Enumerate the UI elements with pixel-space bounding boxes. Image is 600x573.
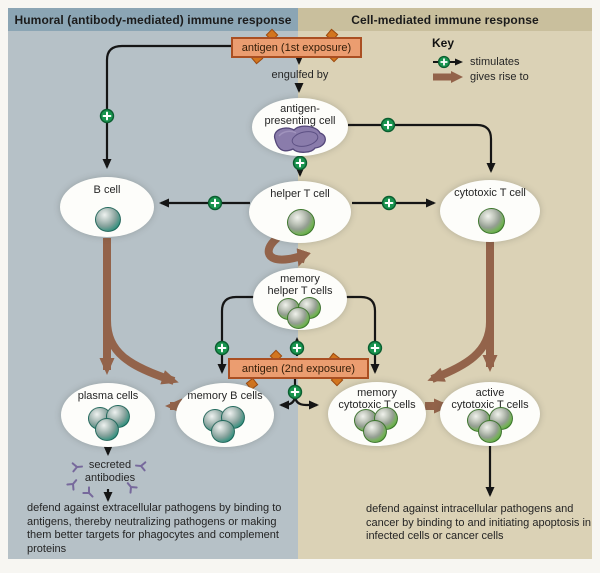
key-row-stimulates: stimulates [432,54,562,69]
active-ctl-label: active cytotoxic T cells [451,387,529,411]
apc-label: antigen- presenting cell [264,103,336,127]
stimulates-plus-icon [289,340,305,356]
antigen-first-exposure-box: antigen (1st exposure) [231,37,362,58]
node-cytotoxic-t-cell: cytotoxic T cell [440,180,540,242]
stimulates-plus-icon [381,195,397,211]
node-helper-t-cell: helper T cell [249,181,351,243]
secreted-antibodies-label: secreted antibodies [84,459,136,484]
memory-ctl-cell-icon [363,420,387,443]
plasma-cells-label: plasma cells [77,390,139,402]
cytotoxic-t-cell-icon [478,208,505,234]
cell-mediated-caption: defend against intracellular pathogens a… [366,503,592,543]
memory-ctl-label: memory cytotoxic T cells [338,387,416,411]
gives-rise-arrows [99,230,498,414]
arrow-bcell-to-memory-b [103,319,179,385]
key-row-gives-rise: gives rise to [432,69,562,84]
cytotoxic-t-label: cytotoxic T cell [454,187,526,199]
stimulates-plus-icon [214,340,230,356]
stimulates-plus-icons [99,108,397,400]
stimulates-label: stimulates [470,55,520,68]
node-antigen-presenting-cell: antigen- presenting cell [252,98,348,156]
antibody-icon [135,461,147,472]
stimulates-plus-icon [380,117,396,133]
helper-t-cell-icon [287,209,315,236]
antibody-icon [71,462,83,473]
helper-t-label: helper T cell [270,188,330,200]
arrow-cytotoxic-to-memory-ctl [427,321,494,383]
plasma-cell-icon [95,418,119,441]
key-legend: Key stimulates gives rise to [432,36,562,84]
antibody-icon [82,486,94,498]
node-active-cytotoxic-t-cells: active cytotoxic T cells [440,382,540,446]
arrow-memory-helper-to-memory-ctl [346,295,380,374]
arrow-helper-to-memory-helper [264,230,311,267]
engulfed-by-label: engulfed by [271,69,329,81]
humoral-caption: defend against extracellular pathogens b… [27,502,282,555]
gives-rise-label: gives rise to [470,70,529,83]
node-plasma-cells: plasma cells [61,383,155,447]
arrow-antigen1-to-bcell [102,44,232,169]
stimulates-plus-icon [292,155,308,171]
gives-rise-arrow-icon [433,70,463,83]
stimulates-arrow-icon [433,55,463,68]
stimulates-plus-icon [367,340,383,356]
b-cell-label: B cell [93,184,121,196]
humoral-panel-header: Humoral (antibody-mediated) immune respo… [8,8,298,31]
node-b-cell: B cell [60,177,154,237]
node-memory-helper-t-cells: memory helper T cells [253,268,347,330]
stimulates-plus-icon [99,108,115,124]
node-memory-b-cells: memory B cells [176,383,274,447]
arrow-apc-to-cytotoxic [348,123,496,173]
key-title: Key [432,36,455,50]
antibody-icon [126,482,138,494]
stimulates-plus-icon [207,195,223,211]
node-memory-cytotoxic-t-cells: memory cytotoxic T cells [328,382,426,446]
cell-mediated-panel-header: Cell-mediated immune response [298,8,592,31]
memory-b-cell-icon [211,420,235,443]
humoral-panel: Humoral (antibody-mediated) immune respo… [8,8,298,559]
apc-cell-icon [273,125,326,153]
b-cell-icon [95,207,121,232]
arrow-memory-helper-to-memory-b [217,295,254,374]
active-ctl-cell-icon [478,420,502,443]
memory-helper-cell-icon [287,307,310,329]
memory-helper-label: memory helper T cells [267,273,333,297]
antibody-icon [66,479,78,491]
cell-mediated-panel: Cell-mediated immune response [298,8,592,559]
memory-b-cells-label: memory B cells [187,390,263,402]
antigen-second-exposure-box: antigen (2nd exposure) [228,358,369,379]
stimulates-plus-icon [287,384,303,400]
